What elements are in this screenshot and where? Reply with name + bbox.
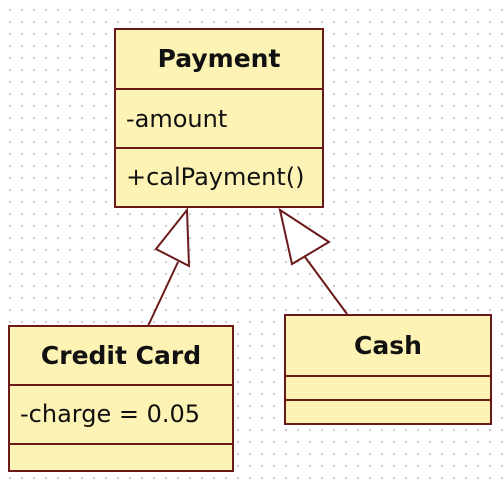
attributes-compartment: -charge = 0.05 [10, 384, 232, 443]
inheritance-arrowhead-icon [154, 207, 191, 268]
inheritance-arrowhead-icon [278, 207, 331, 266]
operations-compartment: +calPayment() [116, 147, 322, 206]
generalization-line-cash[interactable] [304, 256, 348, 315]
class-payment[interactable]: Payment -amount +calPayment() [114, 28, 324, 208]
generalization-line-credit-card[interactable] [147, 261, 179, 327]
class-name: Cash [354, 331, 422, 360]
operations-compartment [286, 399, 490, 423]
class-credit-card[interactable]: Credit Card -charge = 0.05 [8, 325, 234, 472]
class-name: Payment [157, 44, 281, 73]
attributes-compartment [286, 375, 490, 399]
class-cash[interactable]: Cash [284, 314, 492, 425]
attribute[interactable]: -charge = 0.05 [20, 400, 201, 428]
attributes-compartment: -amount [116, 88, 322, 147]
operations-compartment [10, 443, 232, 470]
operation[interactable]: +calPayment() [126, 163, 305, 191]
class-name: Credit Card [40, 341, 202, 370]
attribute[interactable]: -amount [126, 105, 228, 133]
